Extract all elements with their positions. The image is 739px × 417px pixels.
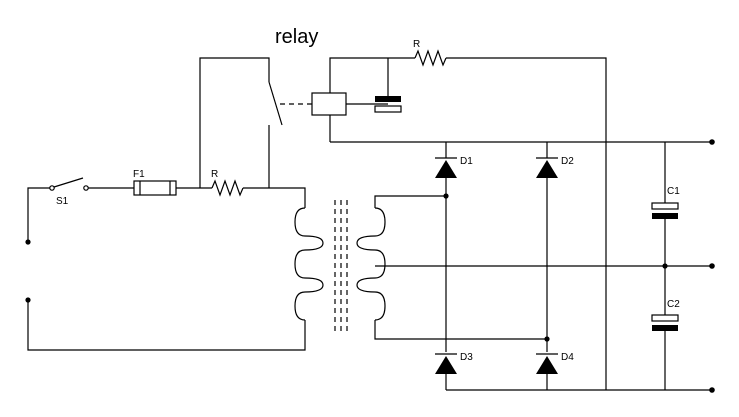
output-terminal-positive xyxy=(709,139,715,145)
r-top-label: R xyxy=(413,39,420,50)
transformer-core xyxy=(334,200,348,335)
resistor-r-top xyxy=(414,49,447,67)
s1-label: S1 xyxy=(56,196,69,207)
relay-title: relay xyxy=(275,26,318,48)
input-terminal-bottom xyxy=(25,297,31,303)
output-terminal-center xyxy=(709,263,715,269)
transformer-primary-winding xyxy=(294,207,324,321)
secondary-circuit: D1 D2 D3 D4 R xyxy=(280,39,715,393)
relay-coil xyxy=(311,92,347,116)
d4-label: D4 xyxy=(561,352,574,363)
diode-d3 xyxy=(435,353,457,374)
output-terminal-negative xyxy=(709,387,715,393)
diode-d4 xyxy=(536,353,558,374)
fuse-f1 xyxy=(133,180,177,196)
wire-r-top-to-negative xyxy=(446,57,607,390)
wire-r-to-primary xyxy=(243,187,306,208)
capacitor-c1 xyxy=(651,202,679,219)
c1-label: C1 xyxy=(667,186,680,197)
input-terminal-top xyxy=(25,239,31,245)
junction-d1-d3 xyxy=(443,193,449,199)
f1-label: F1 xyxy=(133,169,145,180)
switch-s1 xyxy=(49,177,89,191)
relay-contact-wire-left xyxy=(199,57,270,188)
diode-d2 xyxy=(536,157,558,178)
junction-d2-d4 xyxy=(544,336,550,342)
d2-label: D2 xyxy=(561,156,574,167)
transformer-secondary-winding xyxy=(356,207,386,321)
r-primary-label: R xyxy=(211,169,218,180)
c2-label: C2 xyxy=(667,299,680,310)
d3-label: D3 xyxy=(460,352,473,363)
d1-label: D1 xyxy=(460,156,473,167)
input-top-wire xyxy=(27,187,50,242)
secondary-bottom-wire xyxy=(374,320,547,340)
resistor-r-primary xyxy=(211,179,244,197)
input-bottom-wire xyxy=(27,300,306,351)
primary-circuit: S1 F1 R xyxy=(25,57,324,351)
secondary-top-wire xyxy=(374,195,446,208)
relay-contact-arm xyxy=(268,81,283,126)
relay-capacitor xyxy=(374,96,402,113)
diode-d1 xyxy=(435,157,457,178)
capacitor-c2 xyxy=(651,314,679,331)
